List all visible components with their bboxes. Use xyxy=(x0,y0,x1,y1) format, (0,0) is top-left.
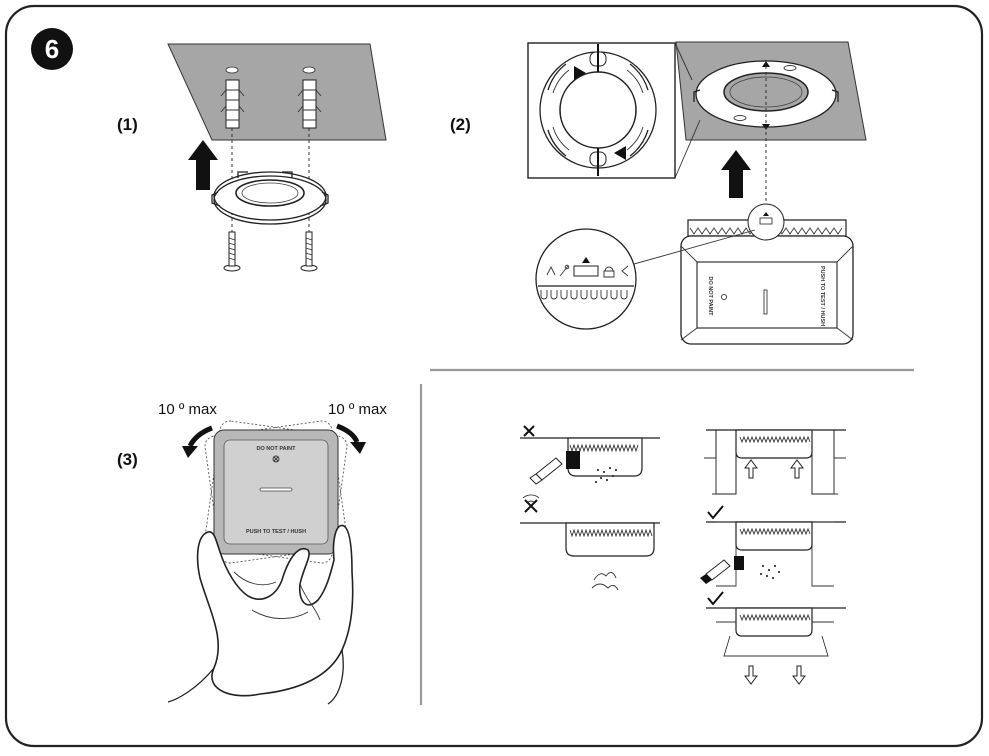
panel-3-rotate-lock: DO NOT PAINT PUSH TO TEST / HUSH xyxy=(167,420,366,705)
no-alarm-diagram xyxy=(520,494,660,591)
dust-particles xyxy=(760,565,780,579)
step-badge: 6 xyxy=(31,28,73,70)
push-to-test-text: PUSH TO TEST / HUSH xyxy=(246,529,306,535)
cross-icon xyxy=(523,425,535,437)
up-arrow-icon xyxy=(790,459,804,479)
rotate-left-arrow-icon xyxy=(187,425,213,448)
panel-1-ceiling-mounting xyxy=(167,43,387,272)
zoom-pointer xyxy=(619,229,756,269)
downward-arrows-diagram xyxy=(706,591,846,685)
screw-right xyxy=(300,231,318,272)
do-not-paint-text: DO NOT PAINT xyxy=(256,446,296,452)
upward-arrows-diagram xyxy=(704,429,846,495)
panel-3-label: (3) xyxy=(117,450,138,469)
up-arrow-icon xyxy=(721,150,751,198)
up-arrow-icon xyxy=(744,459,758,479)
ceiling-hole xyxy=(302,66,316,74)
correct-paint-diagram xyxy=(700,505,846,587)
panel-2-alignment: DO NOT PAINT PUSH TO TEST / HUSH xyxy=(527,41,867,345)
base-top-view xyxy=(539,44,657,176)
rotate-right-label: 10 º max xyxy=(328,401,387,418)
down-arrow-icon xyxy=(792,665,806,685)
up-arrow-icon xyxy=(188,140,218,190)
test-button xyxy=(259,487,293,492)
svg-text:PUSH TO TEST / HUSH: PUSH TO TEST / HUSH xyxy=(819,266,825,326)
down-arrow-icon xyxy=(744,665,758,685)
screw-left xyxy=(223,231,241,272)
svg-text:DO NOT PAINT: DO NOT PAINT xyxy=(707,276,713,316)
ceiling-hole xyxy=(225,66,239,74)
mounting-base xyxy=(211,171,329,225)
detector-side-view: DO NOT PAINT PUSH TO TEST / HUSH xyxy=(680,203,854,345)
no-paint-diagram xyxy=(520,425,660,485)
indicator-led-icon xyxy=(272,455,280,463)
ceiling-plane xyxy=(167,43,387,141)
check-icon xyxy=(707,591,724,606)
hands-illustration xyxy=(167,524,354,705)
rotate-left-label: 10 º max xyxy=(158,401,217,418)
rotate-right-arrow-icon xyxy=(336,423,360,444)
dust-particles xyxy=(595,467,617,483)
zoom-detail xyxy=(535,228,637,330)
panel-4-placement-guide xyxy=(520,425,846,685)
panel-2-label: (2) xyxy=(450,115,471,134)
step-number: 6 xyxy=(45,34,59,64)
check-icon xyxy=(707,505,724,520)
panel-1-label: (1) xyxy=(117,115,138,134)
no-sound-icon xyxy=(522,494,540,503)
air-flow-icon xyxy=(591,572,619,591)
